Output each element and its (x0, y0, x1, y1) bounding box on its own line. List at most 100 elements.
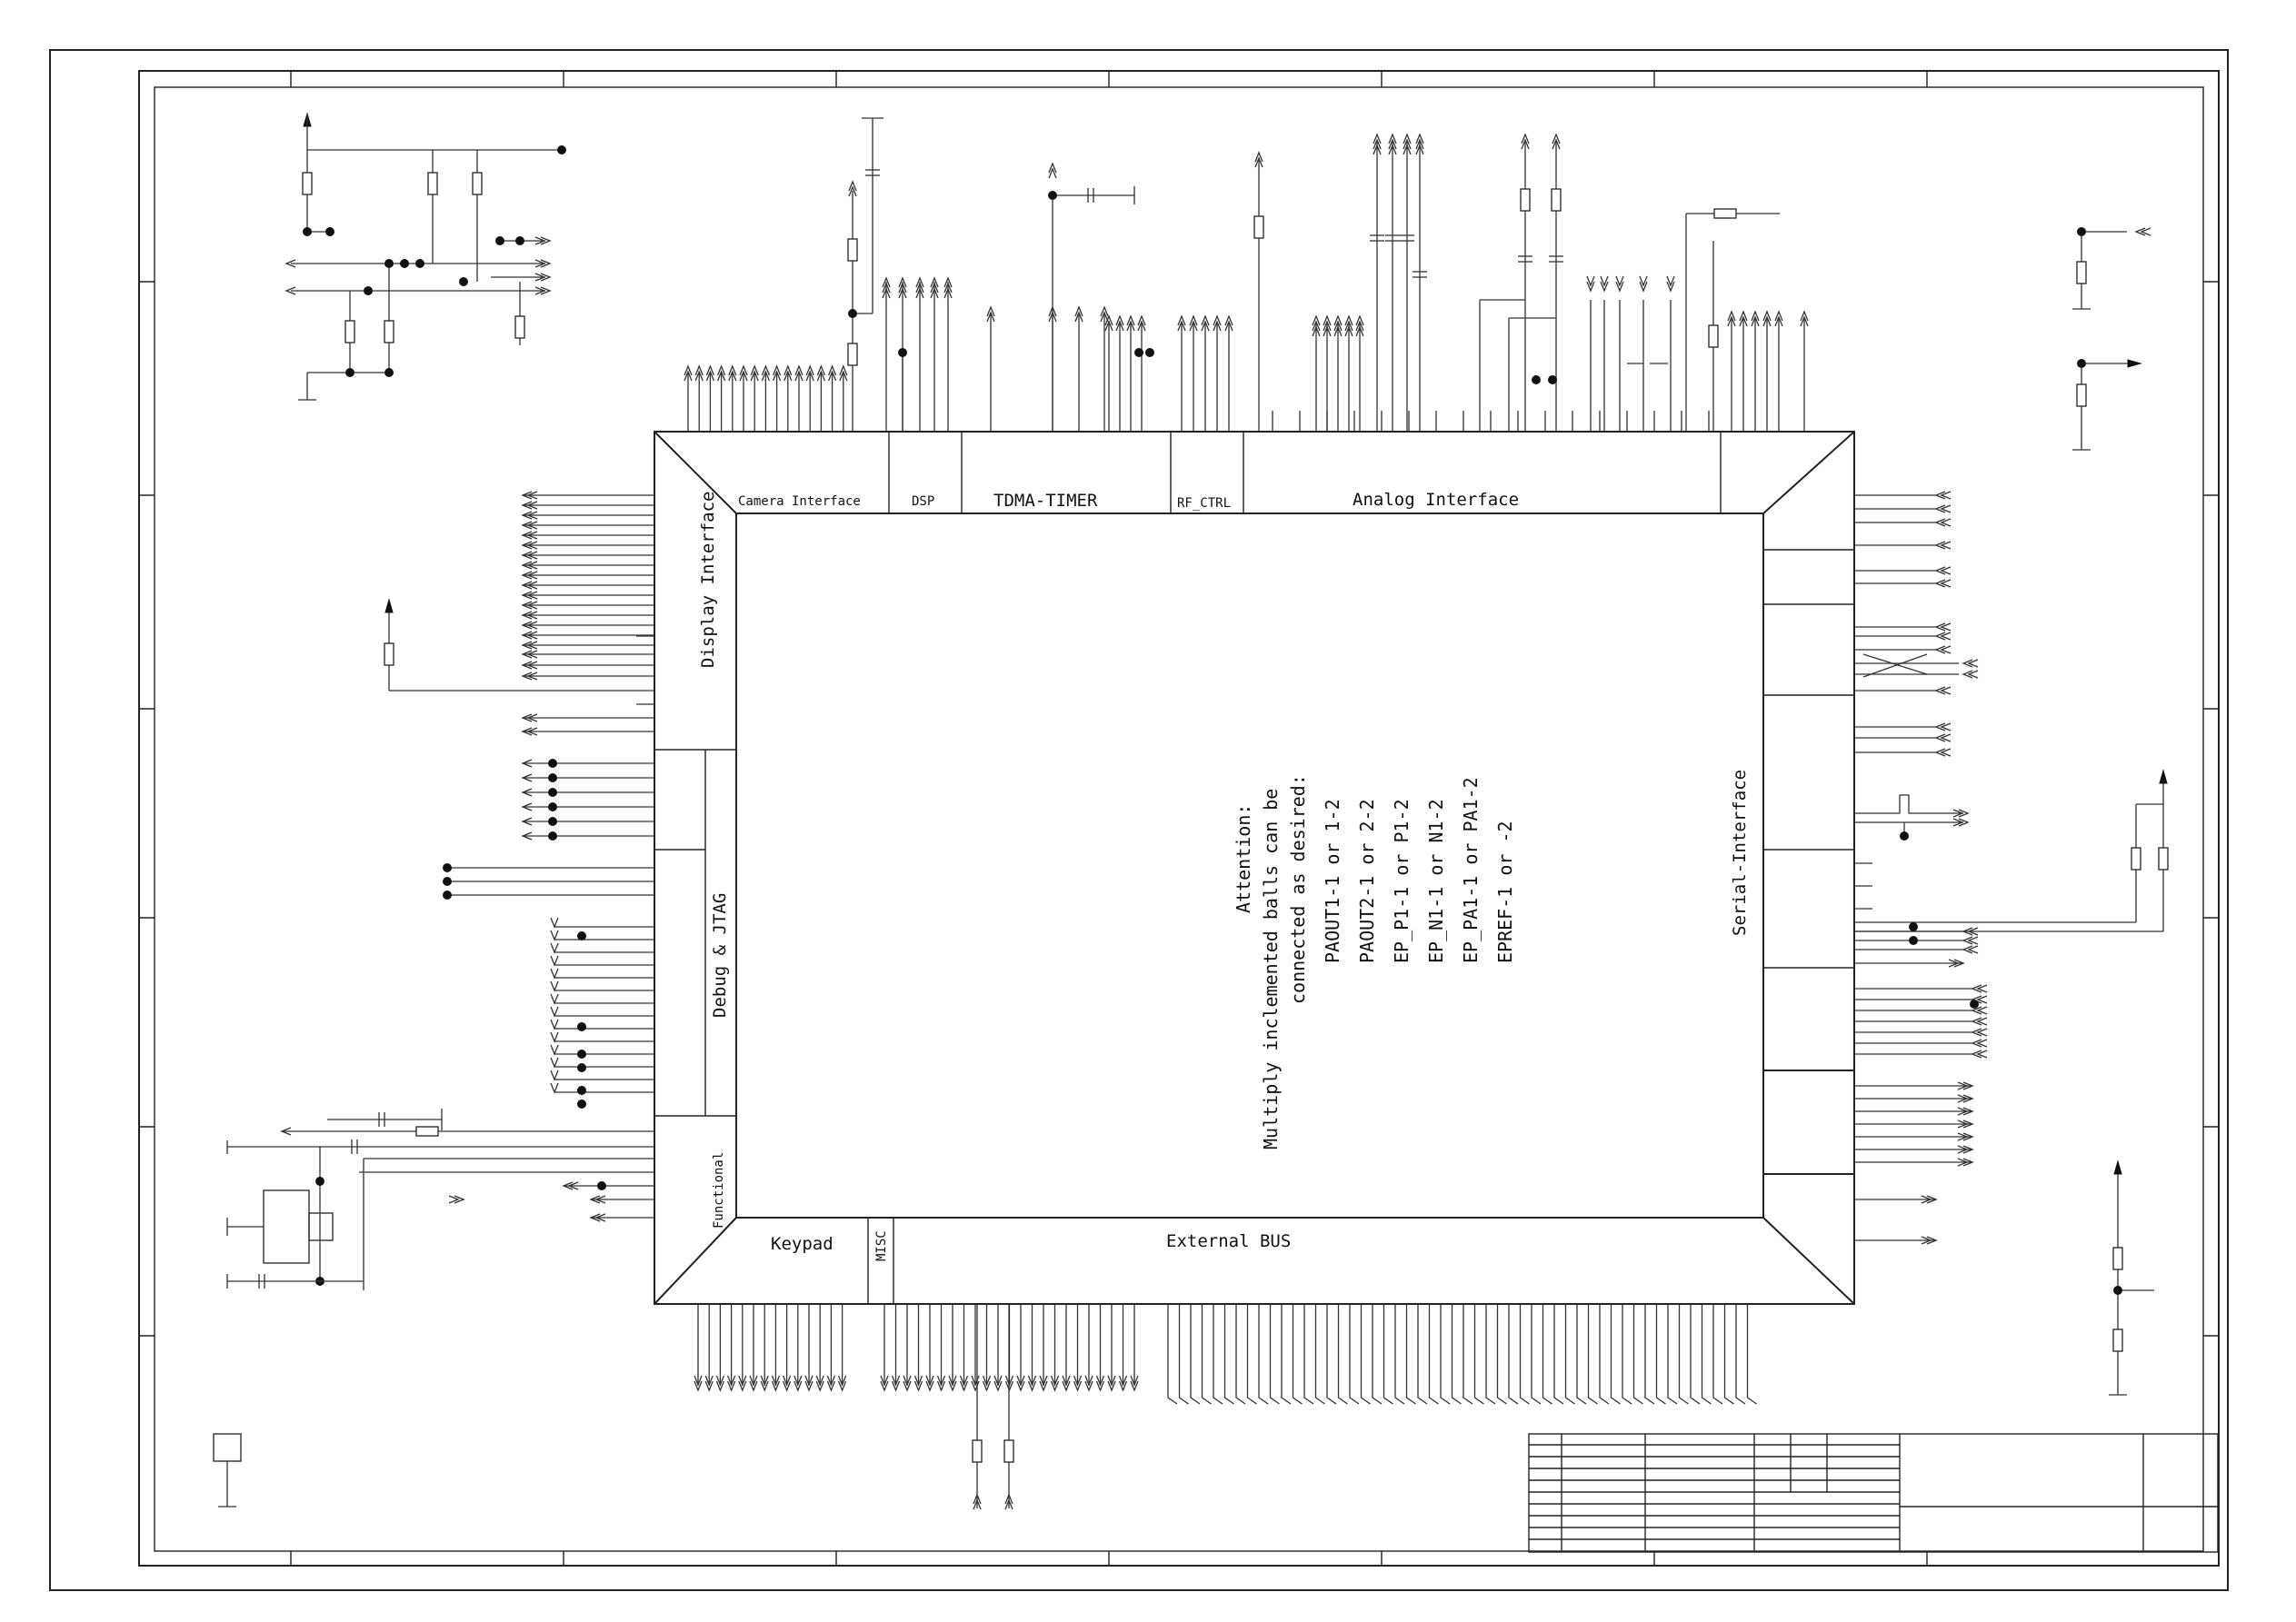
signal-arrow (521, 631, 533, 640)
pin-bottom (1508, 1304, 1519, 1405)
signal-arrow (1957, 1081, 1969, 1090)
signal-arrow (705, 370, 715, 382)
junction-dot (1548, 375, 1557, 384)
signal-arrow (1800, 315, 1809, 327)
label-camera-interface: Camera Interface (738, 494, 861, 509)
signal-arrow (1027, 1375, 1037, 1387)
signal-arrow (1115, 314, 1124, 326)
pin-bottom (1360, 1304, 1371, 1405)
signal-arrow (898, 287, 907, 299)
signal-arrow (760, 1375, 769, 1387)
signal-arrow (1727, 310, 1736, 322)
signal-arrow (898, 282, 907, 294)
signal-arrow (521, 501, 533, 510)
signal-arrow (540, 286, 552, 295)
signal-arrow (550, 942, 559, 954)
junction-dot (548, 817, 557, 826)
signal-arrow (1048, 167, 1057, 179)
signal-arrow (1189, 320, 1198, 332)
junction-dot (898, 348, 907, 357)
signal-arrow (526, 531, 538, 540)
signal-arrow (684, 370, 693, 382)
signal-arrow (930, 287, 939, 299)
signal-arrow (1976, 1050, 1988, 1059)
power-arrow (384, 598, 394, 613)
signal-arrow (1967, 670, 1979, 679)
pin-bottom (1440, 1304, 1451, 1405)
signal-arrow (521, 641, 533, 650)
junction-dot (459, 277, 468, 286)
signal-arrow (1962, 1081, 1974, 1090)
signal-arrow (1224, 314, 1233, 326)
signal-arrow (1084, 1380, 1093, 1392)
signal-arrow (550, 955, 559, 967)
signal-arrow (1600, 281, 1609, 293)
junction-dot (577, 1022, 586, 1031)
signal-arrow (915, 287, 924, 299)
junction-dot (1134, 348, 1143, 357)
signal-arrow (526, 611, 538, 620)
signal-arrow (726, 1380, 736, 1392)
signal-arrow (816, 364, 826, 376)
resistor (847, 238, 858, 262)
signal-arrow (782, 1380, 792, 1392)
junction-dot (577, 1086, 586, 1095)
signal-arrow (943, 287, 953, 299)
signal-arrow (848, 180, 857, 192)
signal-arrow (1615, 281, 1624, 293)
label-serial-interface: Serial-Interface (1730, 770, 1750, 936)
label-analog-interface: Analog Interface (1353, 490, 1519, 510)
signal-arrow (1403, 133, 1412, 144)
signal-arrow (694, 1380, 703, 1392)
pin-bottom (1678, 1304, 1689, 1405)
resistor (302, 172, 313, 195)
signal-arrow (1940, 632, 1952, 641)
signal-arrow (534, 236, 546, 245)
signal-arrow (805, 370, 814, 382)
resistor (2112, 1247, 2123, 1270)
signal-arrow (534, 273, 546, 282)
junction-dot (443, 877, 452, 886)
signal-arrow (794, 1375, 803, 1387)
pin-bottom (1337, 1304, 1348, 1405)
signal-arrow (694, 1375, 703, 1387)
resistor (1253, 215, 1264, 239)
signal-arrow (1940, 491, 1952, 500)
resistor (1551, 188, 1562, 212)
pin-bottom (1372, 1304, 1383, 1405)
label-rf-ctrl: RF_CTRL (1177, 496, 1231, 511)
signal-arrow (526, 491, 538, 500)
note-item-5: EP_PA1-1 or PA1-2 (1460, 777, 1482, 963)
signal-arrow (285, 286, 296, 295)
signal-arrow (1095, 1375, 1105, 1387)
signal-arrow (526, 661, 538, 670)
pin-bottom (1667, 1304, 1678, 1405)
signal-arrow (1940, 504, 1952, 513)
signal-arrow (716, 370, 726, 382)
signal-arrow (1957, 1145, 1969, 1154)
signal-arrow (521, 601, 533, 610)
signal-arrow (526, 571, 538, 580)
signal-arrow (913, 1375, 923, 1387)
resistor (344, 320, 355, 343)
pin-bottom (1632, 1304, 1643, 1405)
signal-arrow (1118, 1380, 1128, 1392)
signal-arrow (761, 364, 771, 376)
signal-arrow (562, 1181, 574, 1190)
signal-arrow (1312, 325, 1321, 337)
signal-arrow (782, 1375, 792, 1387)
signal-arrow (826, 1380, 836, 1392)
note-item-1: PAOUT1-1 or 1-2 (1322, 799, 1343, 963)
signal-arrow (526, 581, 538, 590)
signal-arrow (1586, 281, 1595, 293)
signal-arrow (982, 1375, 992, 1387)
signal-arrow (936, 1375, 946, 1387)
signal-arrow (1934, 566, 1946, 575)
signal-arrow (1934, 645, 1946, 654)
signal-arrow (1934, 541, 1946, 550)
signal-arrow (526, 501, 538, 510)
junction-dot (548, 773, 557, 782)
pin-bottom (1610, 1304, 1621, 1405)
signal-arrow (1934, 518, 1946, 527)
signal-arrow (1952, 809, 1964, 818)
